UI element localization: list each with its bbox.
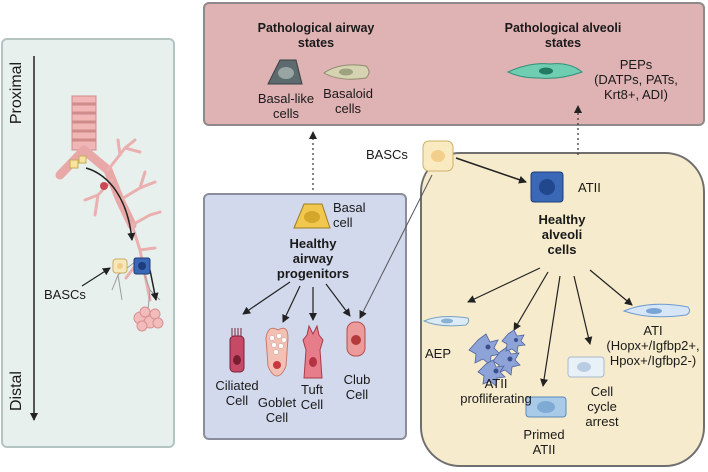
goblet-cell-icon	[265, 327, 289, 377]
airway-tree-illustration	[55, 95, 164, 332]
bascs-label: BASCs	[366, 147, 408, 162]
ciliated-cell-icon	[229, 328, 245, 373]
basal-like-cell-icon	[267, 59, 303, 85]
aep-cell-icon	[422, 316, 470, 327]
atii-proliferating-icon	[468, 329, 526, 387]
airway-progenitors-panel	[203, 193, 407, 440]
alveolar-sac-icon	[133, 306, 164, 332]
pep-cell-icon	[506, 63, 583, 79]
primed-atii-icon	[525, 396, 567, 418]
club-cell-mini-icon	[100, 182, 108, 190]
ati-label: ATI(Hopx+/Igfbp2+,Hpox+/Igfbp2-)	[606, 323, 700, 368]
basc-cell-icon	[422, 140, 454, 172]
tuft-cell-icon	[302, 324, 324, 379]
cell-cycle-arrest-icon	[567, 356, 605, 378]
basaloid-cell-icon	[323, 64, 370, 80]
basal-cell-icon	[293, 203, 331, 229]
ati-cell-icon	[622, 303, 691, 318]
atii-label: ATII	[578, 180, 601, 195]
distal-label: Distal	[8, 371, 25, 412]
basal-cell-mini-icon	[69, 159, 79, 169]
atii-cell-icon	[530, 171, 564, 203]
bascs-left-label: BASCs	[44, 287, 86, 302]
aep-label: AEP	[425, 346, 452, 361]
proximal-label: Proximal	[8, 61, 25, 125]
club-cell-icon	[346, 321, 366, 357]
peps-label: PEPs (DATPs, PATs, Krt8+, ADI)	[594, 57, 678, 102]
trachea-icon	[71, 95, 97, 151]
